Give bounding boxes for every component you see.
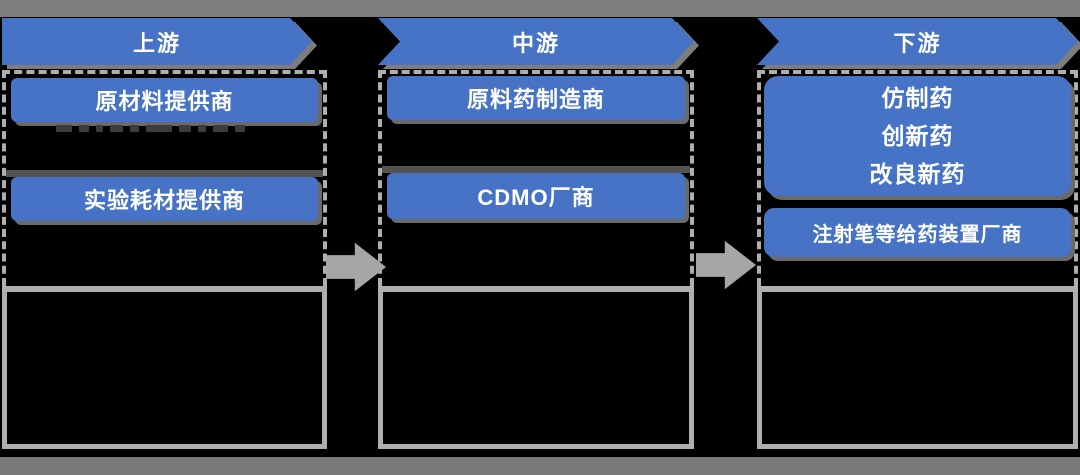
panel-upstream: 原材料提供商 实验耗材提供商 xyxy=(2,70,327,449)
box-cdmo-manufacturers-label: CDMO厂商 xyxy=(477,185,595,210)
panel-midstream-items: 原料药制造商 CDMO厂商 xyxy=(378,70,694,286)
drug-type-innovative-label: 创新药 xyxy=(881,123,954,149)
panel-upstream-items: 原材料提供商 实验耗材提供商 xyxy=(2,70,327,286)
panel-upstream-examples xyxy=(2,286,327,449)
banner-midstream-shape: 中游 xyxy=(378,18,694,65)
column-downstream: 下游 仿制药 创新药 改良新药 注射笔等给药装置厂商 xyxy=(757,18,1078,449)
drug-type-improved-label: 改良新药 xyxy=(869,161,966,187)
panel-midstream: 原料药制造商 CDMO厂商 xyxy=(378,70,694,449)
drug-type-generic-label: 仿制药 xyxy=(881,85,954,111)
box-lab-consumables-providers: 实验耗材提供商 xyxy=(11,177,318,221)
panel-downstream-examples xyxy=(757,286,1078,449)
banner-upstream-shape: 上游 xyxy=(2,18,312,65)
text-remnant-marks xyxy=(56,125,283,133)
bottom-gray-band xyxy=(0,457,1080,475)
shadow-remnant-line xyxy=(382,166,690,173)
banner-downstream: 下游 xyxy=(757,18,1078,65)
panel-midstream-examples xyxy=(378,286,694,449)
panel-downstream-items: 仿制药 创新药 改良新药 注射笔等给药装置厂商 xyxy=(757,70,1078,286)
banner-downstream-label: 下游 xyxy=(893,30,942,56)
box-cdmo-manufacturers: CDMO厂商 xyxy=(387,173,685,219)
banner-upstream-label: 上游 xyxy=(132,30,181,56)
shadow-remnant-line xyxy=(6,170,323,177)
box-api-manufacturers-label: 原料药制造商 xyxy=(466,87,605,112)
box-lab-consumables-providers-label: 实验耗材提供商 xyxy=(83,188,245,213)
box-raw-material-providers: 原材料提供商 xyxy=(11,78,318,122)
banner-downstream-shape: 下游 xyxy=(757,18,1078,65)
panel-downstream: 仿制药 创新药 改良新药 注射笔等给药装置厂商 xyxy=(757,70,1078,449)
banner-upstream: 上游 xyxy=(2,18,327,65)
box-injection-pen-device-manufacturers-label: 注射笔等给药装置厂商 xyxy=(812,224,1023,246)
box-injection-pen-device-manufacturers: 注射笔等给药装置厂商 xyxy=(764,208,1071,257)
box-drug-types: 仿制药 创新药 改良新药 xyxy=(764,76,1071,196)
column-upstream: 上游 原材料提供商 实验耗材提供商 xyxy=(2,18,327,449)
flow-arrow-icon xyxy=(696,240,756,290)
flow-arrow-icon xyxy=(326,242,386,292)
top-gray-band xyxy=(0,0,1080,17)
column-midstream: 中游 原料药制造商 CDMO厂商 xyxy=(378,18,694,449)
banner-midstream-label: 中游 xyxy=(511,30,560,56)
box-api-manufacturers: 原料药制造商 xyxy=(387,76,685,120)
banner-midstream: 中游 xyxy=(378,18,694,65)
box-raw-material-providers-label: 原材料提供商 xyxy=(95,89,234,114)
